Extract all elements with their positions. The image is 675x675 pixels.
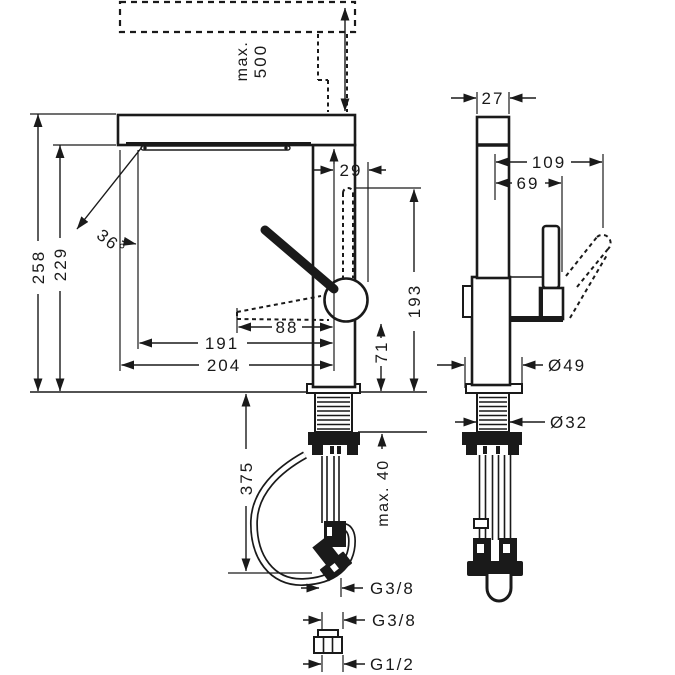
hose-end-fitting — [312, 521, 353, 582]
side-view — [462, 115, 612, 603]
threaded-shank-front — [314, 392, 353, 433]
faucet-body-side — [470, 275, 512, 387]
handle-body-side — [538, 286, 565, 321]
dim-handle-reach: 88 — [276, 318, 299, 337]
handle-lever — [260, 225, 339, 294]
handle-raised-dashed — [342, 187, 354, 278]
label-hose-thread: G3/8 — [370, 579, 415, 598]
dim-pullout-word: max. — [234, 41, 251, 82]
side-clip — [462, 285, 473, 318]
dim-joint-height: 71 — [372, 341, 391, 364]
countertop-lines — [30, 391, 427, 433]
dim-pullout-value: 500 — [251, 44, 270, 78]
handle-grip-side — [541, 224, 561, 290]
hose-fittings-side — [467, 538, 523, 603]
front-view — [116, 113, 369, 587]
dim-aerator-reach: 191 — [205, 334, 239, 353]
dim-swivel-angle: 36° — [93, 225, 130, 260]
mounting-nut-side — [462, 432, 522, 455]
dim-body-width: 27 — [482, 89, 505, 108]
hose-u-bend — [485, 574, 513, 603]
dimensions-side: 27 109 69 Ø49 Ø32 — [437, 89, 604, 432]
raised-spray-head-outline — [118, 0, 357, 34]
threaded-shank-side — [476, 392, 510, 433]
dim-handle-depth-max: 109 — [532, 153, 566, 172]
dim-shank-diameter: Ø32 — [550, 413, 588, 432]
spout — [116, 113, 357, 147]
label-adapter-thread-in: G3/8 — [372, 611, 417, 630]
dim-total-height: 258 — [29, 250, 48, 284]
dimensions-front: 258 229 36° 29 193 71 88 191 204 — [29, 113, 424, 574]
handle-tilted-dashed — [565, 233, 612, 319]
supply-pipes-front — [321, 456, 340, 523]
dim-base-diameter: Ø49 — [548, 356, 586, 375]
supply-pipes-side — [473, 455, 512, 540]
dim-spout-underside-height: 229 — [51, 247, 70, 281]
dim-counter-max-thickness: max. 40 — [375, 459, 392, 526]
connection-labels: G3/8 G3/8 G1/2 — [301, 578, 417, 674]
adapter-fitting — [313, 629, 343, 654]
dim-handle-depth: 69 — [517, 174, 540, 193]
pullout-hose-dashed — [317, 34, 348, 112]
dim-handle-offset: 29 — [340, 161, 363, 180]
dim-handle-top-height: 193 — [405, 284, 424, 318]
aerator-strip — [140, 145, 291, 151]
dim-spout-reach: 204 — [207, 356, 241, 375]
pullout-indicator: max. 500 — [118, 0, 357, 112]
dim-hose-drop: 375 — [237, 461, 256, 495]
faucet-column-side — [475, 115, 511, 280]
label-adapter-thread-out: G1/2 — [370, 655, 415, 674]
mounting-nut-front — [308, 432, 360, 455]
